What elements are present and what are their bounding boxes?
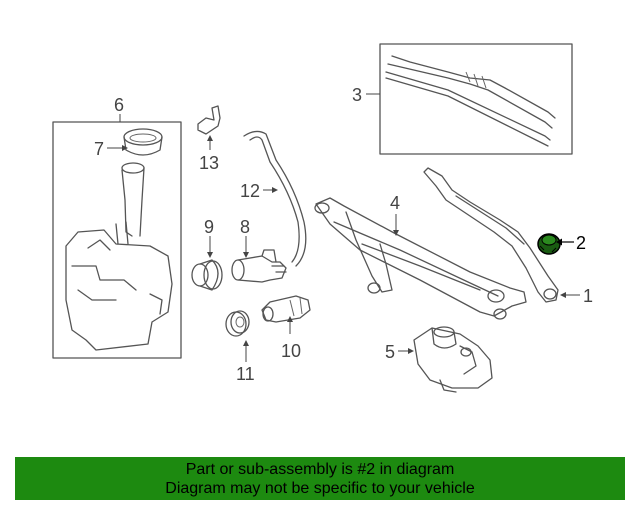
washer-hose-part[interactable]: [243, 130, 307, 267]
banner-line-2: Diagram may not be specific to your vehi…: [165, 479, 475, 497]
banner-line-1: Part or sub-assembly is #2 in diagram: [185, 460, 455, 478]
arrow-10: [287, 316, 293, 322]
level-sensor-part[interactable]: [261, 295, 311, 323]
arrow-5: [408, 348, 414, 354]
wiper-linkage-part[interactable]: [314, 197, 527, 320]
callout-2: 2: [576, 233, 586, 253]
washer-reservoir-part[interactable]: [52, 121, 182, 359]
callout-3: 3: [352, 85, 362, 105]
highlighted-nut-part[interactable]: [537, 233, 561, 255]
wiper-motor-part[interactable]: [413, 326, 493, 393]
callout-10: 10: [281, 341, 301, 361]
callout-8: 8: [240, 217, 250, 237]
callout-11: 11: [236, 364, 255, 384]
arrow-2: [556, 238, 562, 246]
arrow-11: [243, 340, 249, 346]
arrow-7: [122, 145, 128, 151]
callout-13: 13: [199, 153, 219, 173]
arrow-8: [243, 252, 249, 258]
arrow-4: [393, 230, 399, 236]
callout-7: 7: [94, 139, 104, 159]
seal-ring-part[interactable]: [225, 310, 250, 337]
wiper-arm-part[interactable]: [423, 167, 559, 303]
arrow-9: [207, 252, 213, 258]
callout-12: 12: [240, 181, 260, 201]
washer-pump-part[interactable]: [231, 249, 287, 283]
wiper-blade-part[interactable]: [379, 43, 573, 155]
callout-4: 4: [390, 193, 400, 213]
callout-5: 5: [385, 342, 395, 362]
arrow-1: [560, 292, 566, 298]
callout-9: 9: [204, 217, 214, 237]
callout-6: 6: [114, 95, 124, 115]
arrow-12: [272, 187, 278, 193]
info-banner: Part or sub-assembly is #2 in diagram Di…: [15, 457, 625, 500]
clip-part[interactable]: [197, 105, 221, 135]
arrow-13: [207, 135, 213, 141]
grommet-part[interactable]: [191, 259, 223, 291]
callout-1: 1: [583, 286, 593, 306]
reservoir-cap-part[interactable]: [123, 128, 163, 156]
